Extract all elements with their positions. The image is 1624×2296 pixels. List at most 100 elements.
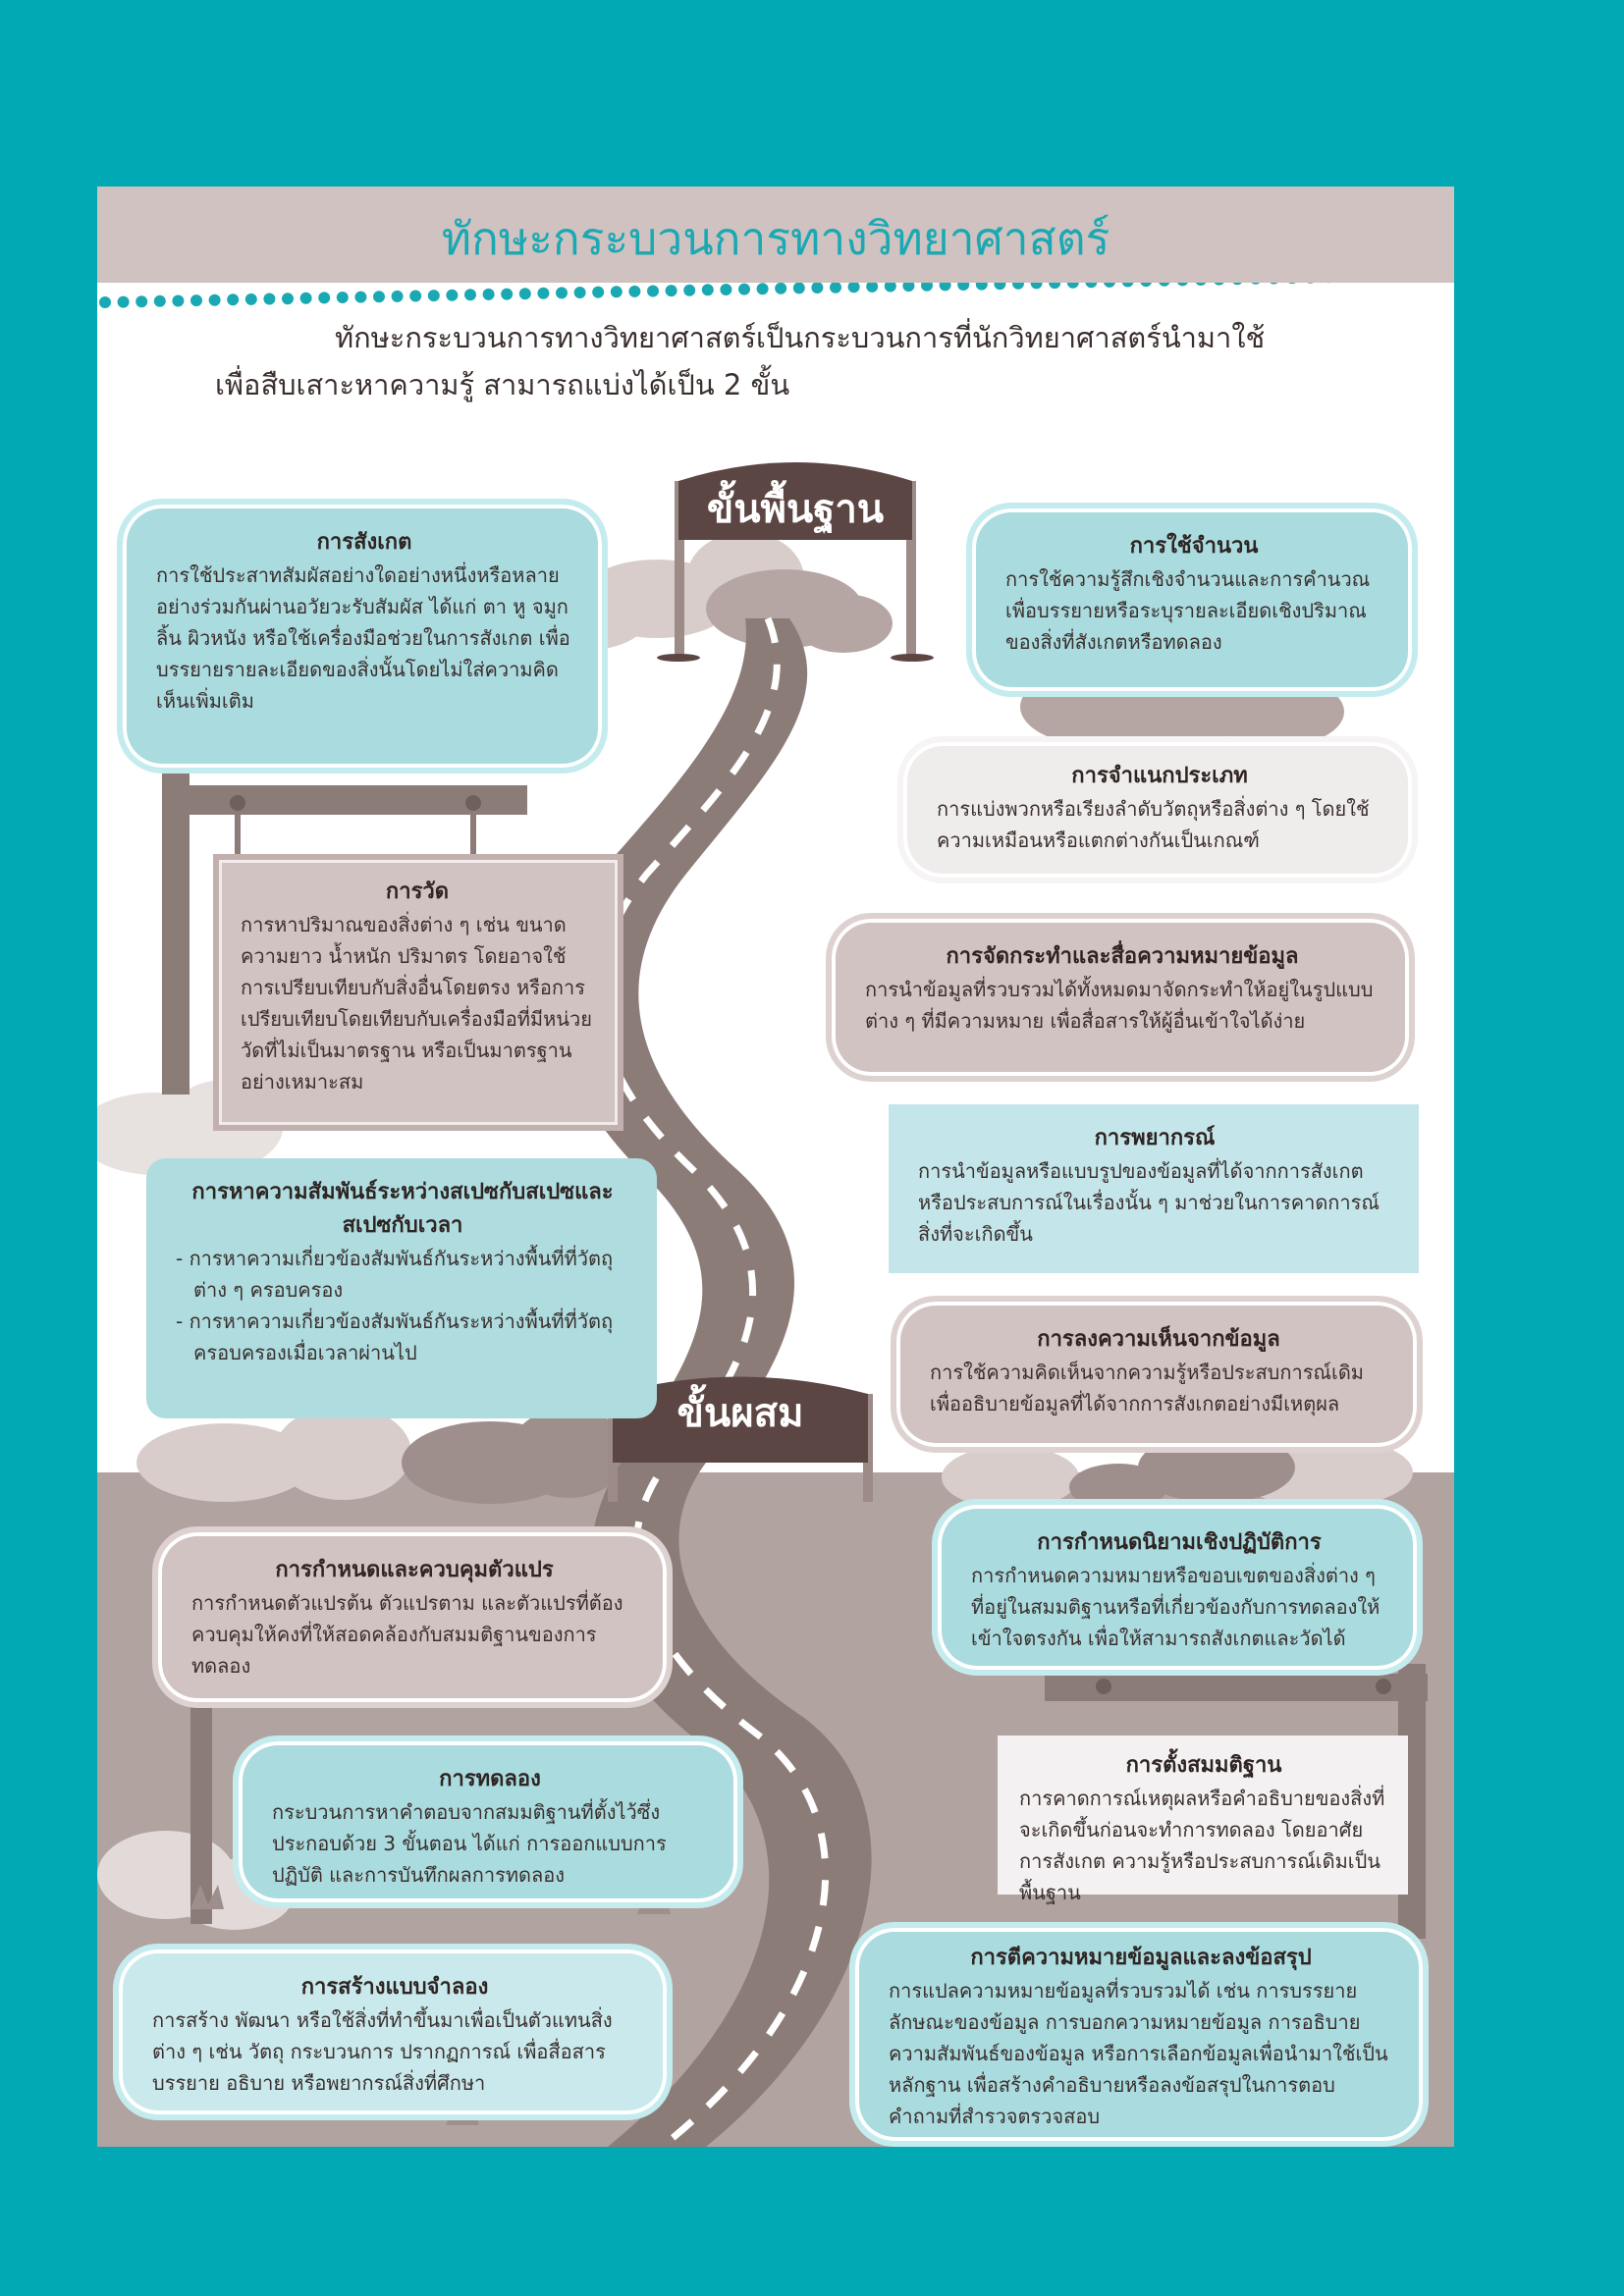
skill-text: การใช้ความรู้สึกเชิงจำนวนและการคำนวณเพื่…	[1005, 567, 1371, 654]
title-dot	[482, 288, 495, 300]
title-dot	[665, 285, 677, 297]
title-dot	[573, 287, 586, 298]
title-dot	[647, 285, 659, 297]
title-dot	[153, 294, 166, 307]
skill-predicting: การพยากรณ์ การนำข้อมูลหรือแบบรูปของข้อมู…	[889, 1104, 1419, 1273]
title-band	[97, 187, 1454, 283]
bush-row-left-2	[402, 1408, 627, 1504]
sign-integrated-board	[613, 1376, 868, 1463]
title-dot	[318, 292, 331, 304]
skill-title: การลงความเห็นจากข้อมูล	[1037, 1327, 1280, 1352]
title-dot	[701, 284, 714, 296]
skill-hypothesizing: การตั้งสมมติฐาน การคาดการณ์เหตุผลหรือคำอ…	[998, 1735, 1408, 1904]
skill-operational-definition: การกำหนดนิยามเชิงปฏิบัติการ การกำหนดความ…	[932, 1499, 1423, 1676]
title-dot	[263, 293, 276, 305]
bush-row-left	[136, 1406, 411, 1502]
title-dot	[409, 290, 422, 302]
title-dot	[756, 283, 769, 295]
title-dot	[847, 281, 860, 294]
title-dot	[866, 280, 879, 293]
title-dot	[610, 286, 623, 298]
skill-title: การทดลอง	[439, 1767, 541, 1791]
skill-title: การพยากรณ์	[1094, 1126, 1216, 1150]
skill-text: การนำข้อมูลหรือแบบรูปของข้อมูลที่ได้จากก…	[918, 1159, 1380, 1246]
stage-basic-label: ขั้นพื้นฐาน	[706, 487, 885, 532]
skill-title: การหาความสัมพันธ์ระหว่างสเปซกับสเปซและสเ…	[191, 1180, 614, 1238]
title-dot	[99, 296, 111, 308]
title-dot	[299, 292, 312, 304]
title-dot	[117, 295, 130, 308]
skill-title: การจัดกระทำและสื่อความหมายข้อมูล	[946, 944, 1299, 969]
title-dot	[537, 287, 550, 299]
title-dot	[354, 291, 367, 303]
skill-text: การแบ่งพวกหรือเรียงลำดับวัตถุหรือสิ่งต่า…	[937, 797, 1370, 852]
title-dot	[592, 286, 605, 298]
title-dot	[811, 282, 824, 294]
skill-text: กระบวนการหาคำตอบจากสมมติฐานที่ตั้งไว้ซึ่…	[272, 1800, 667, 1887]
title-dot	[464, 289, 476, 301]
title-dot	[683, 284, 696, 296]
title-dot	[902, 280, 915, 293]
title-dot	[518, 288, 531, 300]
skill-text: การกำหนดตัวแปรต้น ตัวแปรตาม และตัวแปรที่…	[191, 1591, 623, 1678]
skill-observation: การสังเกต การใช้ประสาทสัมผัสอย่างใดอย่าง…	[117, 499, 608, 774]
title-dot	[244, 293, 257, 305]
skill-organizing-data: การจัดกระทำและสื่อความหมายข้อมูล การนำข้…	[826, 913, 1415, 1082]
title-dot	[190, 294, 202, 307]
skill-measuring: การวัด การหาปริมาณของสิ่งต่าง ๆ เช่น ขนา…	[213, 854, 623, 1131]
skill-title: การตีความหมายข้อมูลและลงข้อสรุป	[970, 1946, 1312, 1970]
title-dot	[446, 289, 459, 301]
skill-title: การสร้างแบบจำลอง	[300, 1975, 489, 2000]
skill-text: การใช้ความคิดเห็นจากความรู้หรือประสบการณ…	[930, 1361, 1364, 1415]
sign-basic-board	[678, 462, 912, 540]
title-dot	[427, 290, 440, 302]
hanging-frame-right	[1045, 1664, 1428, 1939]
skill-title: การวัด	[385, 880, 450, 904]
list-item: - การหาความเกี่ยวข้องสัมพันธ์กันระหว่างพ…	[176, 1247, 614, 1302]
title-dot	[373, 291, 385, 303]
title-dot	[628, 285, 641, 297]
intro-line-2: เพื่อสืบเสาะหาความรู้ สามารถแบ่งได้เป็น …	[215, 368, 790, 401]
skill-title: การใช้จำนวน	[1129, 534, 1259, 559]
title-dot	[738, 283, 750, 295]
title-dot	[830, 281, 841, 294]
skill-using-numbers: การใช้จำนวน การใช้ความรู้สึกเชิงจำนวนและ…	[966, 503, 1418, 697]
skill-title: การจำแนกประเภท	[1071, 764, 1248, 788]
title-dot	[208, 294, 221, 306]
stage-integrated-label: ขั้นผสม	[677, 1391, 804, 1436]
title-dot	[556, 287, 568, 299]
skill-text: การใช้ประสาทสัมผัสอย่างใดอย่างหนึ่งหรือห…	[156, 563, 570, 713]
title-dot	[775, 282, 787, 294]
skill-title: การกำหนดนิยามเชิงปฏิบัติการ	[1037, 1530, 1322, 1555]
skill-list: - การหาความเกี่ยวข้องสัมพันธ์กันระหว่างพ…	[176, 1243, 629, 1368]
sign-basic-posts	[657, 481, 934, 662]
skill-text: การกำหนดความหมายหรือขอบเขตของสิ่งต่าง ๆ …	[971, 1564, 1380, 1650]
title-dot	[792, 282, 805, 294]
skill-interpreting: การตีความหมายข้อมูลและลงข้อสรุป การแปลคว…	[849, 1922, 1429, 2147]
skill-space-time: การหาความสัมพันธ์ระหว่างสเปซกับสเปซและสเ…	[146, 1158, 657, 1418]
title-dot	[172, 294, 185, 307]
post-left-bottom	[190, 1688, 212, 1924]
skill-experimenting: การทดลอง กระบวนการหาคำตอบจากสมมติฐานที่ต…	[233, 1735, 743, 1908]
poster: ทักษะกระบวนการทางวิทยาศาสตร์ ทักษะกระบวน…	[97, 187, 1454, 2147]
skill-text: การหาปริมาณของสิ่งต่าง ๆ เช่น ขนาด ความย…	[241, 913, 592, 1094]
list-item: - การหาความเกี่ยวข้องสัมพันธ์กันระหว่างพ…	[176, 1309, 614, 1364]
title-dot	[391, 290, 404, 302]
skill-controlling-variables: การกำหนดและควบคุมตัวแปร การกำหนดตัวแปรต้…	[152, 1526, 673, 1708]
title-dot	[884, 280, 896, 293]
title-dot	[720, 284, 732, 295]
skill-inferring: การลงความเห็นจากข้อมูล การใช้ความคิดเห็น…	[891, 1296, 1423, 1453]
skill-text: การนำข้อมูลที่รวบรวมได้ทั้งหมดมาจัดกระทำ…	[865, 978, 1374, 1033]
skill-title: การกำหนดและควบคุมตัวแปร	[275, 1558, 554, 1582]
skill-text: การคาดการณ์เหตุผลหรือคำอธิบายของสิ่งที่จ…	[1019, 1787, 1385, 1904]
skill-modeling: การสร้างแบบจำลอง การสร้าง พัฒนา หรือใช้ส…	[113, 1944, 673, 2120]
title-dot	[135, 295, 148, 308]
bush-top-left-2	[706, 569, 893, 653]
skill-text: การแปลความหมายข้อมูลที่รวบรวมได้ เช่น กา…	[889, 1979, 1388, 2128]
skill-title: การตั้งสมมติฐาน	[1125, 1753, 1282, 1778]
skill-title: การสังเกต	[316, 530, 412, 555]
title-dot	[282, 293, 294, 305]
intro-text: ทักษะกระบวนการทางวิทยาศาสตร์เป็นกระบวนกา…	[215, 314, 1393, 408]
intro-line-1: ทักษะกระบวนการทางวิทยาศาสตร์เป็นกระบวนกา…	[335, 321, 1266, 354]
title-dot	[501, 288, 514, 300]
